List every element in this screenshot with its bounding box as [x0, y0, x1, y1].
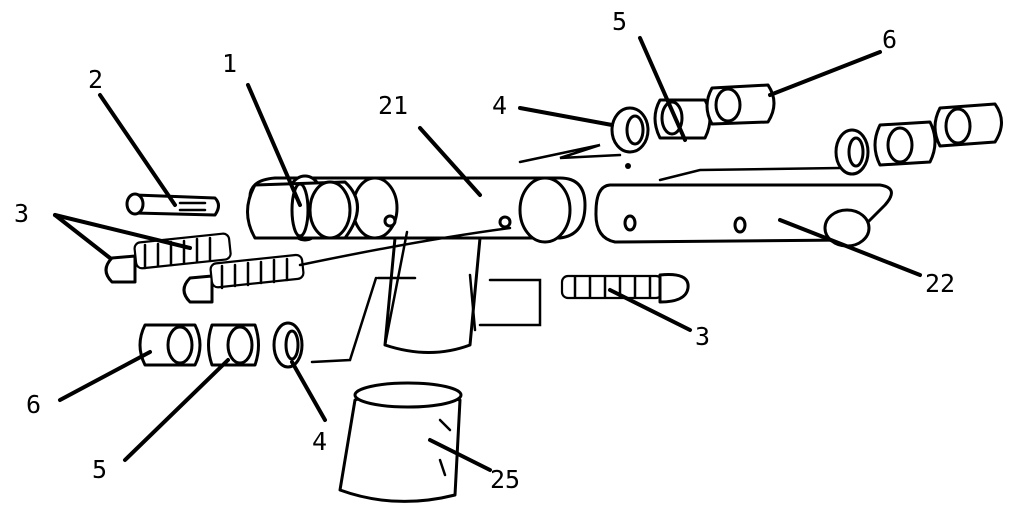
label-21: 21: [378, 91, 408, 120]
part-far-right-nut-group: [834, 102, 1003, 176]
label-1: 1: [222, 49, 237, 78]
label-6-upper: 6: [882, 25, 897, 54]
label-4-lower: 4: [312, 427, 327, 456]
leader-lines: [53, 36, 922, 472]
label-2: 2: [88, 65, 103, 94]
part-22-arm: [594, 163, 893, 248]
part-6-nut-upper: [705, 83, 776, 126]
label-25: 25: [490, 465, 520, 494]
label-6-lower: 6: [26, 390, 41, 419]
part-3-bolt-right: [560, 273, 690, 304]
part-6-nut-lower-left: [138, 323, 202, 367]
part-5-nut-lower-left: [207, 323, 260, 367]
label-5-lower: 5: [92, 455, 107, 484]
label-3-left: 3: [14, 199, 29, 228]
label-5-upper: 5: [612, 7, 627, 36]
part-1-sleeve: [246, 180, 359, 240]
part-25-tube: [338, 381, 463, 503]
label-22: 22: [925, 269, 955, 298]
part-4-washer-upper: [610, 106, 650, 154]
part-21-sleeve: [310, 230, 542, 364]
label-3-right: 3: [695, 322, 710, 351]
part-labels: 1 2 3 3 4 4 5 5 6 6 21 22 25: [14, 7, 955, 494]
part-3-bolt-lower-left: [182, 253, 305, 304]
part-4-washer-lower-left: [272, 321, 304, 369]
label-4-upper: 4: [492, 91, 507, 120]
bolt-axis-line: [298, 226, 512, 267]
